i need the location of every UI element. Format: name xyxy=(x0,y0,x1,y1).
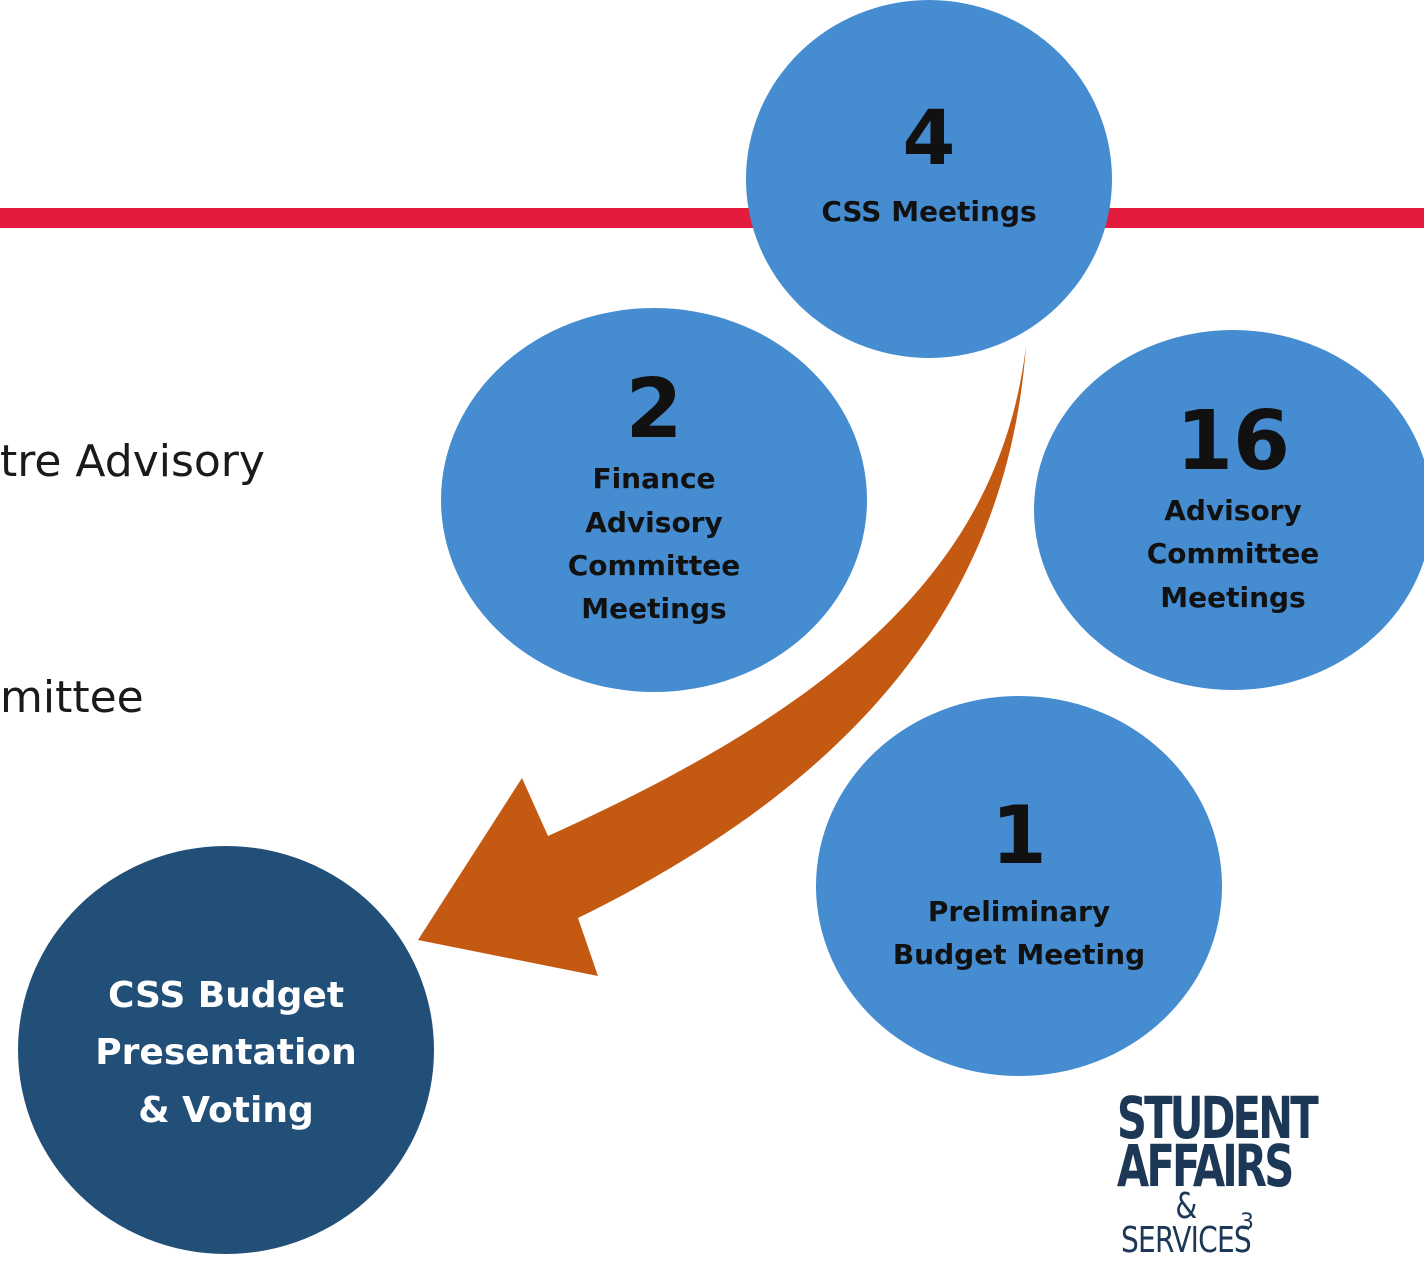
body-text-fragment-1: tre Advisory xyxy=(0,436,265,487)
preliminary-label-line: Preliminary xyxy=(927,894,1111,928)
advisory-meetings-label: Advisory Committee Meetings xyxy=(1147,489,1319,619)
finance-label-line: Meetings xyxy=(581,592,727,626)
advisory-label-line: Meetings xyxy=(1160,580,1306,614)
presentation-label-line: Presentation xyxy=(95,1032,357,1074)
finance-meetings-label: Finance Advisory Committee Meetings xyxy=(568,457,740,631)
presentation-label-line: & Voting xyxy=(138,1089,314,1131)
body-text-fragment-2: mittee xyxy=(0,672,144,723)
advisory-label-line: Committee xyxy=(1146,537,1320,571)
preliminary-meeting-circle: 1 Preliminary Budget Meeting xyxy=(816,696,1222,1076)
logo-line-2: AFFAIRS xyxy=(1116,1132,1294,1200)
logo-line-3: & SERVICES xyxy=(1121,1186,1252,1261)
finance-label-line: Finance xyxy=(592,462,716,496)
preliminary-meeting-count: 1 xyxy=(991,788,1047,882)
curved-arrow-shape xyxy=(418,346,1026,976)
advisory-label-line: Advisory xyxy=(1164,493,1302,527)
css-meetings-circle: 4 CSS Meetings xyxy=(746,0,1112,358)
finance-label-line: Committee xyxy=(567,549,741,582)
css-meetings-label: CSS Meetings xyxy=(821,195,1037,228)
budget-presentation-label: CSS Budget Presentation & Voting xyxy=(95,967,356,1140)
preliminary-label-line: Budget Meeting xyxy=(892,938,1146,971)
presentation-label-line: CSS Budget xyxy=(107,974,345,1016)
finance-meetings-circle: 2 Finance Advisory Committee Meetings xyxy=(441,308,867,692)
budget-presentation-circle: CSS Budget Presentation & Voting xyxy=(18,846,434,1254)
advisory-meetings-circle: 16 Advisory Committee Meetings xyxy=(1034,330,1424,690)
finance-label-line: Advisory xyxy=(585,505,723,539)
finance-meetings-count: 2 xyxy=(625,362,683,458)
slide-number: 3 xyxy=(1240,1210,1254,1235)
css-meetings-count: 4 xyxy=(902,93,956,182)
preliminary-meeting-label: Preliminary Budget Meeting xyxy=(893,890,1145,977)
advisory-meetings-count: 16 xyxy=(1175,393,1291,489)
